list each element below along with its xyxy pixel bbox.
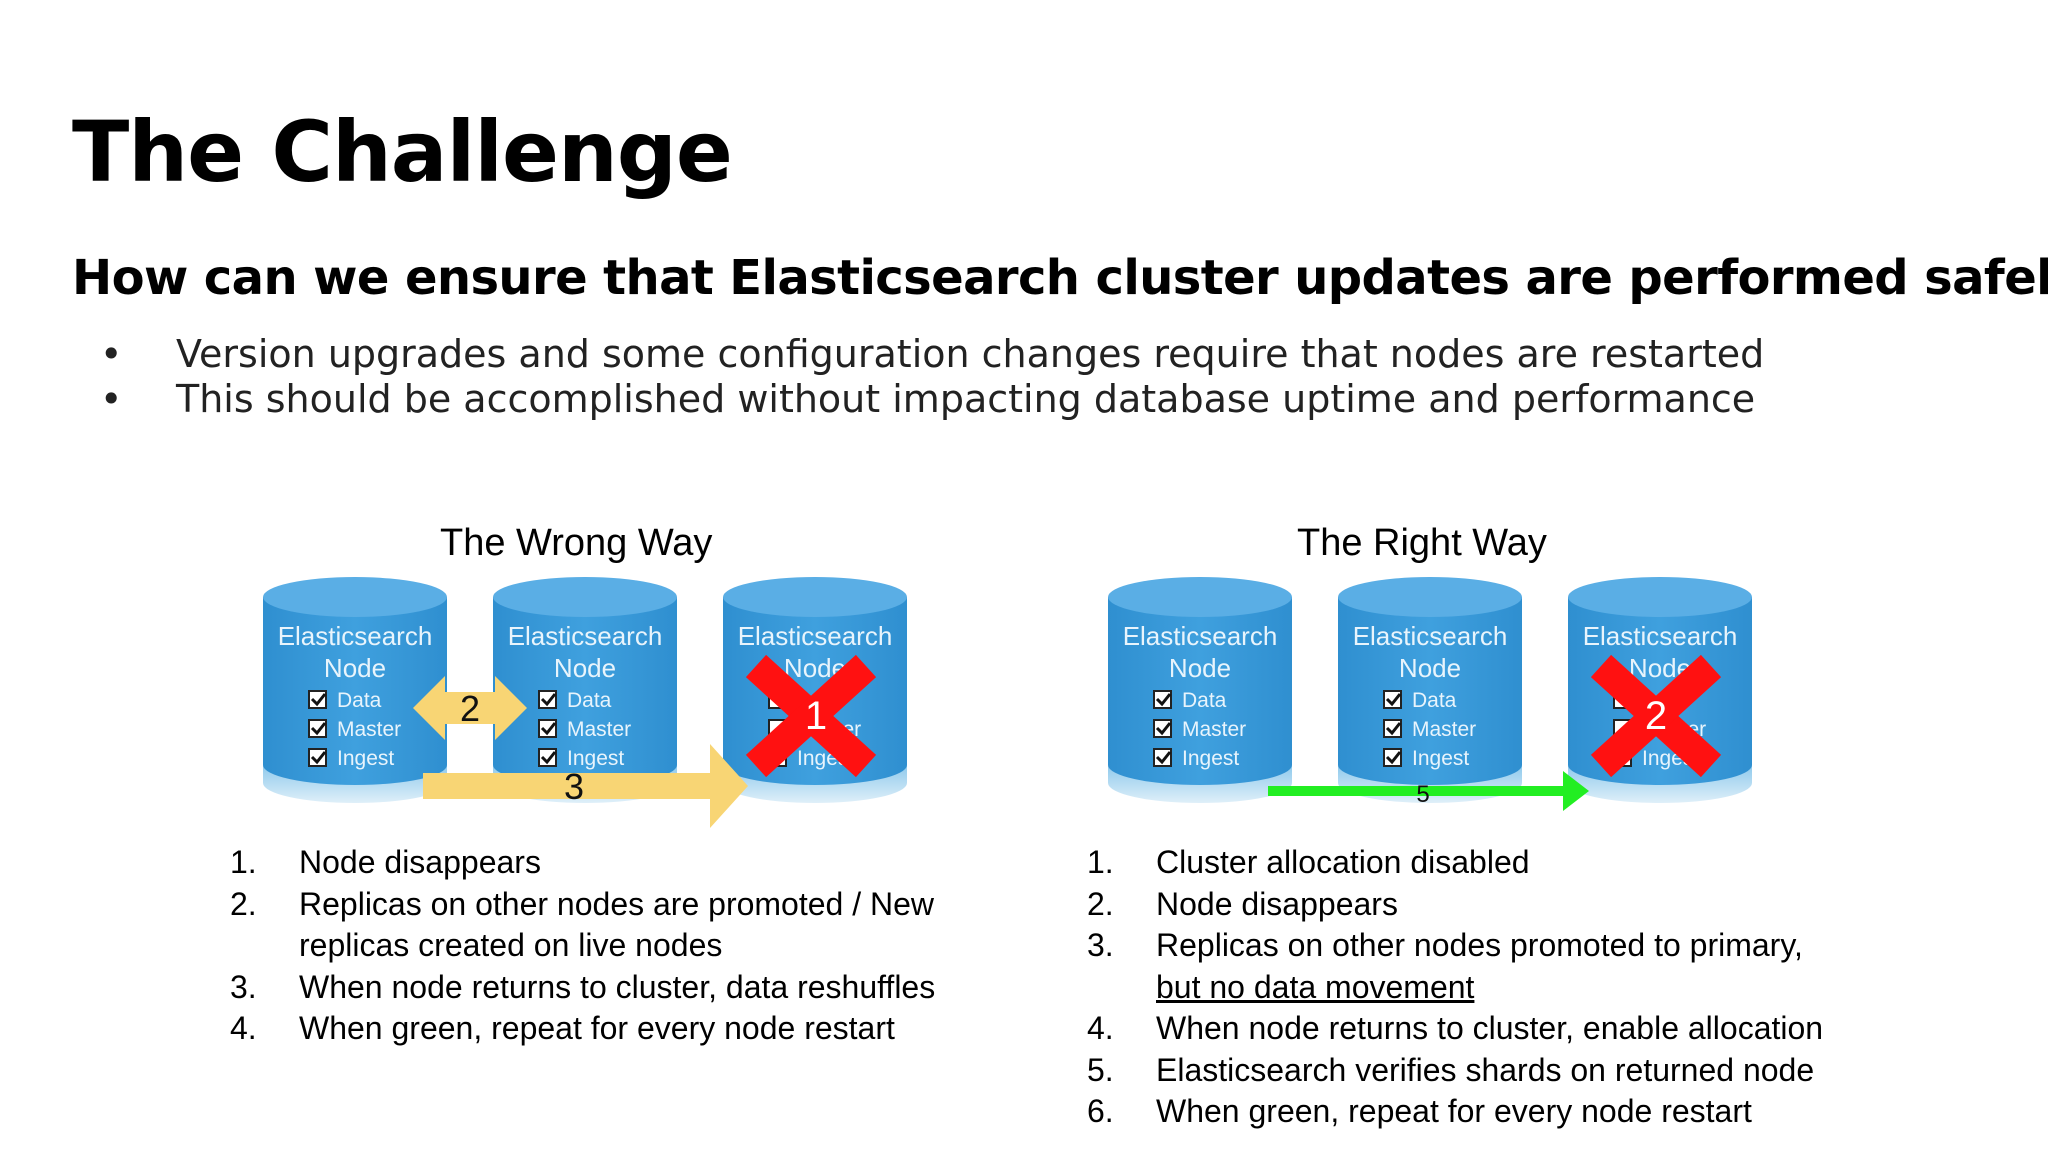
arrow-label: 5 (1416, 781, 1429, 808)
node-title: Elasticsearch (508, 621, 663, 651)
node-title: Elasticsearch (278, 621, 433, 651)
step-text: Replicas on other nodes promoted to prim… (1156, 927, 1803, 963)
checkbox-icon (1153, 719, 1172, 738)
step-text: When node returns to cluster, enable all… (1156, 1010, 1824, 1046)
es-node: Elasticsearch Node Data Master Ingest (1108, 577, 1292, 803)
wrong-way-title: The Wrong Way (440, 522, 713, 564)
cross-icon: 2 (1590, 654, 1722, 778)
wrong-way-steps: 1. Node disappears 2. Replicas on other no… (230, 842, 935, 1050)
step-text: When node returns to cluster, data reshu… (299, 968, 936, 1005)
checkbox-icon (1153, 690, 1172, 709)
checkbox-icon (1383, 748, 1402, 767)
green-arrow-body (1268, 771, 1589, 811)
node-title: Elasticsearch (1353, 621, 1508, 651)
node-subtitle: Node (324, 653, 386, 683)
node-title: Elasticsearch (1583, 621, 1738, 651)
arrow-label: 3 (564, 766, 584, 807)
cross-label: 2 (1645, 694, 1667, 738)
step-text: When green, repeat for every node restar… (299, 1010, 895, 1046)
step-number: 4. (230, 1010, 257, 1046)
role-label: Data (567, 689, 612, 712)
right-way-diagram: Elasticsearch Node Data Master Ingest El… (1108, 577, 1752, 811)
step-text: Cluster allocation disabled (1156, 844, 1530, 880)
es-node: Elasticsearch Node Data Master Ingest (263, 577, 447, 803)
es-node-removed: Elasticsearch Node Data Master Ingest (723, 577, 907, 803)
node-title: Elasticsearch (1123, 621, 1278, 651)
role-label: Master (337, 718, 401, 741)
slide-title: The Challenge (72, 103, 733, 201)
role-label: Master (1412, 718, 1476, 741)
checkbox-icon (538, 719, 557, 738)
right-arrow-icon: 3 (423, 744, 748, 828)
role-label: Data (337, 689, 382, 712)
right-way-title: The Right Way (1297, 522, 1547, 564)
role-label: Ingest (1182, 747, 1239, 770)
checkbox-icon (538, 748, 557, 767)
step-text-underlined: but no data movement (1156, 968, 1475, 1005)
step-item: 4. When green, repeat for every node rest… (230, 1008, 935, 1050)
step-item: 1. Cluster allocation disabled (1087, 842, 1823, 884)
step-item: 4. When node returns to cluster, enable a… (1087, 1008, 1823, 1050)
role-label: Data (1182, 689, 1227, 712)
step-text: replicas created on live nodes (299, 927, 723, 963)
step-item: but no data movement (1087, 967, 1823, 1009)
bullet-list: Version upgrades and some configuration … (100, 332, 1764, 422)
role-label: Ingest (567, 747, 624, 770)
role-label: Master (1182, 718, 1246, 741)
right-way-steps: 1. Cluster allocation disabled 2. Node dis… (1087, 842, 1823, 1133)
checkbox-icon (308, 690, 327, 709)
step-number: 4. (1087, 1010, 1114, 1046)
slide-subtitle: How can we ensure that Elasticsearch clu… (72, 250, 2048, 306)
es-node: Elasticsearch Node Data Master Ingest (493, 577, 677, 803)
wrong-way-diagram: Elasticsearch Node Data Master Ingest El… (263, 577, 907, 828)
arrow-label: 2 (460, 688, 480, 729)
role-label: Ingest (337, 747, 394, 770)
bullet-item: This should be accomplished without impa… (100, 377, 1764, 422)
step-text: Replicas on other nodes are promoted / N… (299, 885, 935, 922)
node-title: Elasticsearch (738, 621, 893, 651)
role-label: Master (567, 718, 631, 741)
step-item: 1. Node disappears (230, 842, 935, 884)
step-number: 3. (230, 968, 257, 1005)
step-item: 5. Elasticsearch verifies shards on retur… (1087, 1050, 1823, 1092)
step-text: Elasticsearch verifies shards on returne… (1156, 1051, 1815, 1088)
step-item: 6. When green, repeat for every node rest… (1087, 1091, 1823, 1133)
checkbox-icon (308, 748, 327, 767)
step-item: 3. When node returns to cluster, data res… (230, 967, 935, 1009)
step-number: 2. (1087, 885, 1114, 922)
checkbox-icon (1153, 748, 1172, 767)
cross-label: 1 (805, 694, 827, 738)
double-arrow-icon: 2 (413, 676, 527, 740)
step-number: 1. (230, 844, 257, 880)
step-item: replicas created on live nodes (230, 925, 935, 967)
cross-icon: 1 (745, 654, 877, 778)
step-number: 6. (1087, 1093, 1114, 1129)
es-node-removed: Elasticsearch Node Data Master Ingest (1568, 577, 1752, 803)
bullet-item: Version upgrades and some configuration … (100, 332, 1764, 377)
step-number: 1. (1087, 844, 1114, 880)
step-text: When green, repeat for every node restar… (1156, 1093, 1752, 1129)
role-label: Ingest (1412, 747, 1469, 770)
role-label: Data (1412, 689, 1457, 712)
es-node: Elasticsearch Node Data Master Ingest (1338, 577, 1522, 803)
step-number: 3. (1087, 927, 1114, 963)
checkbox-icon (538, 690, 557, 709)
node-subtitle: Node (1399, 653, 1461, 683)
step-item: 2. Node disappears (1087, 884, 1823, 926)
step-item: 2. Replicas on other nodes are promoted /… (230, 884, 935, 926)
step-text: Node disappears (299, 844, 541, 880)
checkbox-icon (308, 719, 327, 738)
node-subtitle: Node (1169, 653, 1231, 683)
checkbox-icon (1383, 719, 1402, 738)
node-subtitle: Node (554, 653, 616, 683)
checkbox-icon (1383, 690, 1402, 709)
step-text: Node disappears (1156, 885, 1398, 922)
step-item: 3. Replicas on other nodes promoted to pr… (1087, 925, 1823, 967)
step-number: 5. (1087, 1051, 1114, 1088)
step-number: 2. (230, 885, 257, 922)
